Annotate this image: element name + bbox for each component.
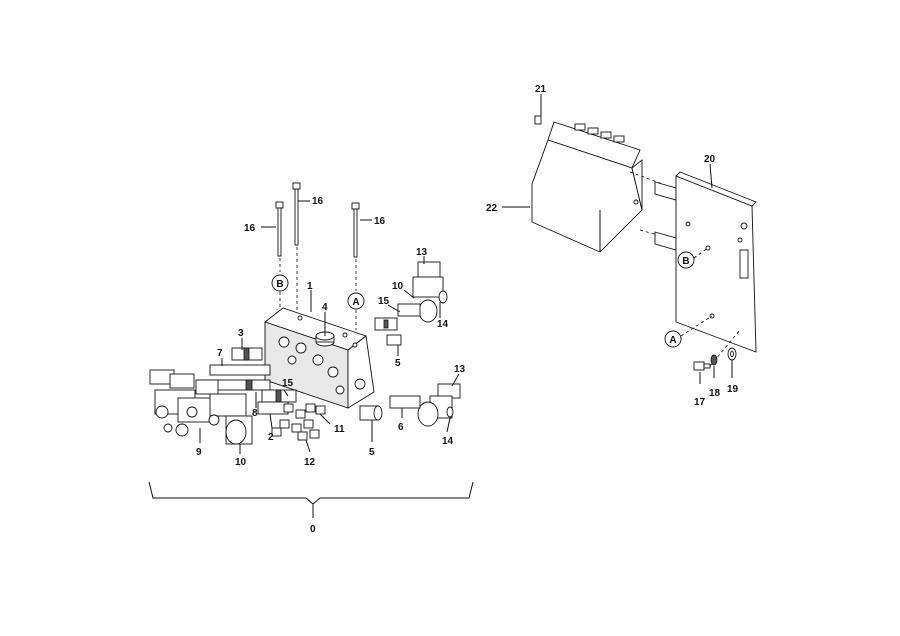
svg-text:A: A bbox=[352, 297, 359, 308]
marker-b-left: B bbox=[271, 274, 289, 292]
assembly-bracket bbox=[148, 481, 474, 518]
cartridge-valve-7 bbox=[199, 364, 271, 391]
callout-16-right: 16 bbox=[374, 216, 386, 227]
cartridge-valve-15 bbox=[261, 389, 297, 403]
callout-5-lower: 5 bbox=[369, 447, 375, 458]
callout-18: 18 bbox=[709, 388, 721, 399]
bolt-16-right bbox=[351, 202, 360, 291]
svg-text:B: B bbox=[682, 256, 689, 267]
solenoid-valve-lower bbox=[389, 383, 461, 427]
callout-1: 1 bbox=[307, 281, 313, 292]
callout-10-lower: 10 bbox=[235, 457, 247, 468]
callout-14-lower: 14 bbox=[442, 436, 454, 447]
washer-19 bbox=[727, 347, 737, 361]
small-fittings-12 bbox=[271, 403, 326, 441]
callout-16-middle: 16 bbox=[312, 196, 324, 207]
plug-4 bbox=[315, 331, 335, 347]
callout-15-upper: 15 bbox=[378, 296, 390, 307]
callout-12: 12 bbox=[304, 457, 316, 468]
callout-9: 9 bbox=[196, 447, 202, 458]
callout-4: 4 bbox=[322, 302, 328, 313]
marker-a-right: A bbox=[664, 330, 682, 348]
svg-text:B: B bbox=[276, 279, 283, 290]
bracket-upper bbox=[654, 181, 677, 201]
bracket-lower bbox=[654, 231, 677, 251]
callout-6: 6 bbox=[398, 422, 404, 433]
washer-18 bbox=[710, 354, 718, 366]
callout-7: 7 bbox=[217, 348, 223, 359]
mounting-plate-20 bbox=[675, 171, 757, 353]
cover-22 bbox=[531, 121, 643, 253]
callout-10-upper: 10 bbox=[392, 281, 404, 292]
callout-14-upper: 14 bbox=[437, 319, 449, 330]
svg-text:A: A bbox=[669, 335, 676, 346]
callout-17: 17 bbox=[694, 397, 706, 408]
callout-13-upper: 13 bbox=[416, 247, 428, 258]
callout-15-lower: 15 bbox=[282, 378, 294, 389]
callout-16-left: 16 bbox=[244, 223, 256, 234]
cartridge-valve-3 bbox=[231, 347, 263, 361]
solenoid-valve-upper bbox=[374, 261, 448, 346]
bolt-16-left bbox=[275, 201, 284, 272]
marker-a-left: A bbox=[347, 292, 365, 310]
callout-5-upper: 5 bbox=[395, 358, 401, 369]
callout-22: 22 bbox=[486, 203, 498, 214]
callout-3: 3 bbox=[238, 328, 244, 339]
callout-11: 11 bbox=[334, 424, 345, 435]
callout-2: 2 bbox=[268, 432, 274, 443]
callout-0: 0 bbox=[310, 524, 316, 535]
callout-19: 19 bbox=[727, 384, 739, 395]
solenoid-cluster-left bbox=[149, 369, 253, 445]
callout-20: 20 bbox=[704, 154, 716, 165]
callout-8: 8 bbox=[252, 408, 258, 419]
callout-21: 21 bbox=[535, 84, 547, 95]
fitting-5-lower bbox=[359, 405, 383, 421]
bolt-16-middle bbox=[292, 182, 301, 312]
marker-b-right: B bbox=[677, 251, 695, 269]
screw-21 bbox=[534, 100, 542, 125]
callout-13-lower: 13 bbox=[454, 364, 466, 375]
cartridge-valve-2 bbox=[257, 401, 289, 415]
